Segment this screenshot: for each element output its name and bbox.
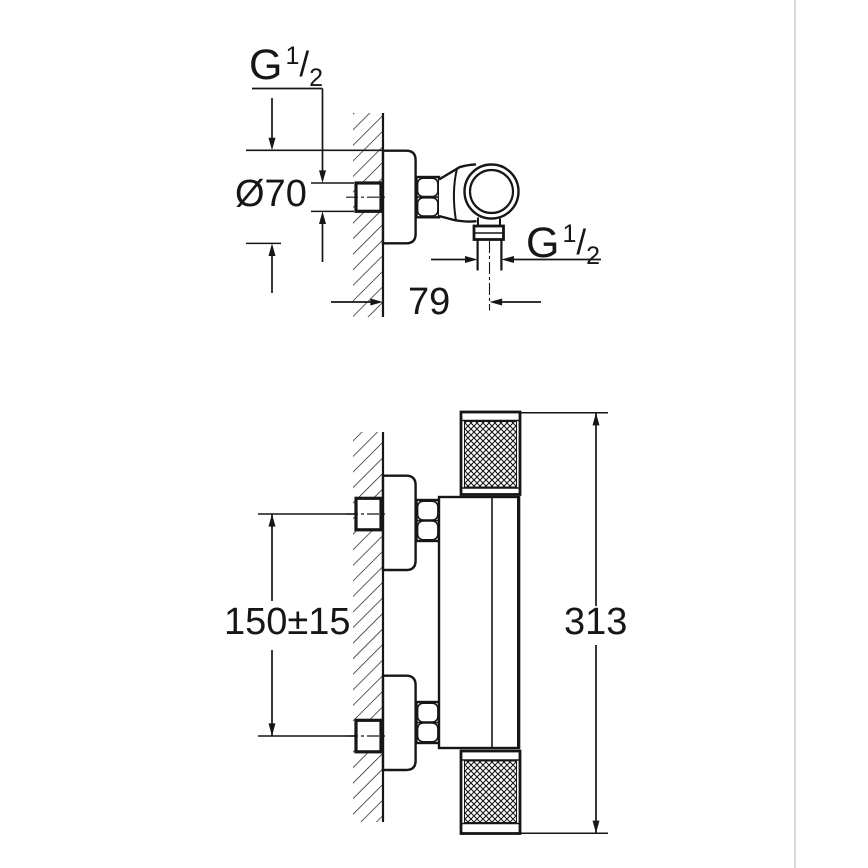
arrowhead: [268, 243, 276, 256]
thread-denominator: 2: [586, 242, 600, 270]
arrowhead: [268, 137, 276, 151]
thread-numerator: 1: [285, 42, 300, 70]
union-nut-bottom: [415, 700, 441, 745]
arrowhead: [489, 298, 503, 306]
dim-wall-to-outlet: [331, 298, 541, 306]
escutcheon: [381, 149, 417, 245]
connection-spacing-label: 150±15: [224, 601, 351, 643]
knurl-texture: [464, 760, 517, 823]
overall-length-label: 313: [564, 601, 628, 643]
shower-outlet: [472, 217, 505, 311]
front-view: [258, 410, 608, 835]
wall-hatching: [353, 432, 383, 822]
union-nut: [415, 175, 441, 219]
arrowhead: [370, 298, 383, 306]
top-view: [246, 87, 601, 317]
thread-prefix: G: [249, 41, 283, 89]
handle-bottom: [459, 749, 522, 835]
knurl-texture: [464, 421, 517, 488]
body-handle-parting-line: [452, 168, 458, 220]
arrowhead: [592, 820, 600, 834]
handle-top: [459, 410, 522, 496]
arrowhead: [592, 412, 600, 426]
thread-numerator: 1: [562, 220, 577, 248]
fraction-slash: /: [576, 223, 587, 262]
escutcheon-diameter-label: Ø70: [235, 173, 307, 215]
thread-denominator: 2: [309, 64, 323, 92]
dim-connection-spacing: [268, 514, 276, 736]
thread-prefix: G: [526, 219, 560, 267]
arrowhead: [319, 170, 326, 183]
arrowhead: [501, 256, 514, 263]
arrowhead: [268, 514, 276, 527]
wall-to-outlet-distance-label: 79: [408, 281, 451, 323]
escutcheon-bottom: [381, 674, 417, 772]
dim-overall-length: [520, 412, 608, 834]
arrowhead: [268, 723, 276, 736]
mixer-body: [437, 495, 521, 750]
arrowhead: [465, 256, 478, 263]
arrowhead: [319, 211, 326, 224]
union-nut-top: [415, 498, 441, 543]
dim-escutcheon-diameter: [246, 98, 281, 293]
dim-wall-thread: [252, 87, 354, 262]
escutcheon-top: [381, 474, 417, 572]
handle-ring-inner: [468, 168, 515, 215]
dim-outlet-thread: [431, 256, 601, 263]
wall-hatching: [353, 113, 383, 317]
valve-body: [438, 163, 520, 223]
fraction-slash: /: [299, 45, 310, 84]
handle-ring-outer: [463, 163, 520, 220]
